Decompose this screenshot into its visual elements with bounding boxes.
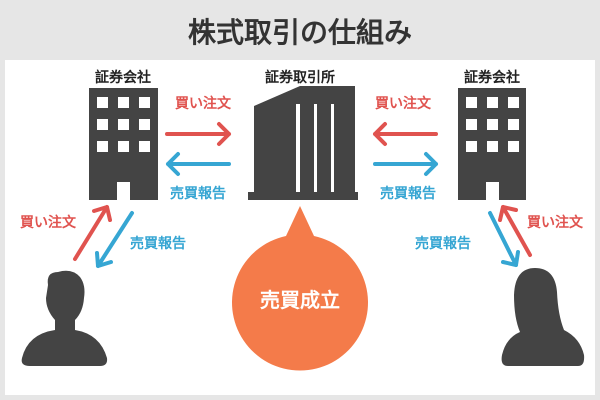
trade-report-label-investor-left: 売買報告 [130, 235, 186, 252]
buy-order-arrow-investor-right [498, 205, 532, 257]
broker-right-building-icon [458, 88, 526, 200]
buy-order-arrow-investor-left [73, 205, 112, 261]
investor-left-icon [21, 270, 108, 366]
buy-order-label-left: 買い注文 [175, 95, 232, 112]
page-title: 株式取引の仕組み [188, 16, 412, 49]
broker-left-label: 証券会社 [95, 69, 151, 86]
broker-right-label: 証券会社 [464, 69, 520, 86]
trade-report-arrow-right [373, 152, 438, 176]
buy-order-arrow-left [165, 122, 231, 146]
trade-executed-label: 売買成立 [260, 288, 340, 312]
trade-report-label-right: 売買報告 [380, 185, 436, 202]
trade-report-arrow-left [166, 152, 231, 176]
buy-order-label-right: 買い注文 [375, 95, 432, 112]
trade-executed-bubble: 売買成立 [232, 206, 368, 371]
buy-order-arrow-right [373, 122, 438, 146]
buy-order-label-investor-left: 買い注文 [20, 214, 77, 231]
broker-left-building-icon [89, 88, 158, 200]
exchange-building-icon [248, 86, 358, 200]
exchange-label: 証券取引所 [265, 69, 335, 86]
investor-right-icon [501, 268, 585, 366]
trade-report-label-left: 売買報告 [170, 185, 226, 202]
trade-report-arrow-investor-left [95, 211, 134, 268]
trade-report-label-investor-right: 売買報告 [415, 235, 471, 252]
trade-report-arrow-investor-right [488, 211, 520, 267]
buy-order-label-investor-right: 買い注文 [527, 214, 584, 231]
